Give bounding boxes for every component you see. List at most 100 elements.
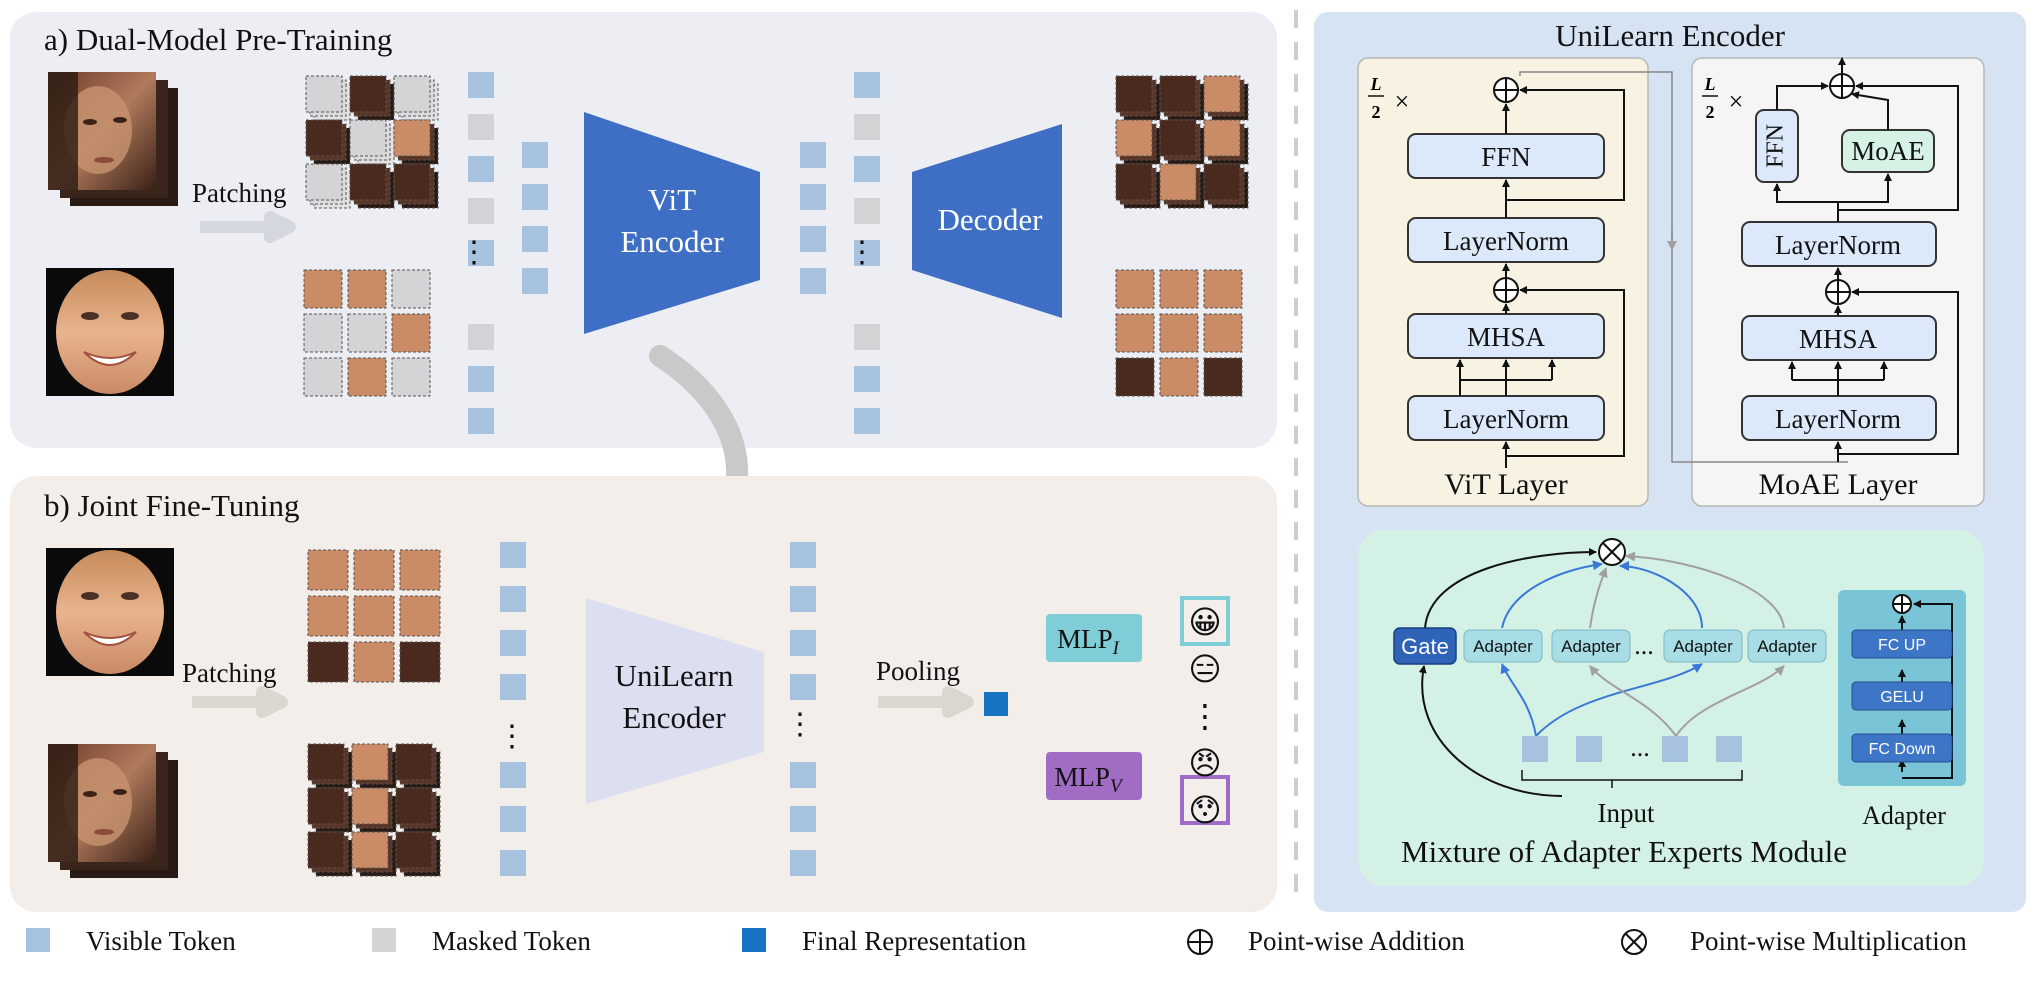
adapter-expert-label: Adapter: [1561, 637, 1621, 656]
gate-label: Gate: [1401, 634, 1449, 659]
visible-patch: [1159, 313, 1199, 353]
decoder-label: Decoder: [938, 202, 1044, 237]
visible-patch: [353, 641, 395, 683]
input-token: [1662, 736, 1688, 762]
final-representation-token: [984, 692, 1008, 716]
adapter-stack-layer-box: [1851, 681, 1953, 711]
moae-moae-label: MoAE: [1851, 136, 1925, 166]
visible-patch: [1159, 357, 1199, 397]
visible-patch: [1159, 119, 1197, 157]
adapter-stack-layer-label: FC Down: [1869, 741, 1936, 758]
emoji-highlight-image: [1180, 596, 1230, 646]
svg-text:×: ×: [1729, 87, 1744, 116]
emotion-emoji: 😯: [1188, 792, 1221, 828]
visible-token: [522, 226, 548, 252]
vit-layernorm-top-label: LayerNorm: [1443, 226, 1569, 256]
patch-grid-image-b: [307, 549, 441, 683]
legend-multiplication-icon: [1621, 929, 1647, 955]
pooling-arrow: [878, 686, 974, 718]
repeat-label-vit: L 2 ×: [1368, 74, 1409, 122]
visible-token: [522, 142, 548, 168]
mlp-i-box: [1046, 614, 1142, 662]
input-token: [1576, 736, 1602, 762]
visible-patch: [351, 787, 389, 825]
reconstructed-video-grid: [1115, 75, 1249, 209]
moae-layernorm-bottom-label: LayerNorm: [1775, 404, 1901, 434]
visible-token: [468, 240, 494, 266]
adapter-stack-layer-label: GELU: [1880, 689, 1924, 706]
visible-token: [800, 268, 826, 294]
visible-token: [500, 630, 526, 656]
visible-token: [790, 850, 816, 876]
visible-token: [500, 674, 526, 700]
visible-token: [854, 240, 880, 266]
visible-token: [790, 674, 816, 700]
vit-ffn-label: FFN: [1481, 142, 1531, 172]
visible-patch: [307, 595, 349, 637]
masked-patch: [303, 313, 343, 353]
moae-ffn-label: FFN: [1763, 124, 1789, 168]
input-token: [1716, 736, 1742, 762]
visible-patch: [1159, 163, 1197, 201]
patching-label-a: Patching: [192, 178, 287, 208]
vit-encoder-shape: [584, 112, 760, 334]
visible-patch: [351, 831, 389, 869]
emotion-emoji: 😀: [1188, 604, 1221, 640]
emotion-emoji: ⋮: [1189, 698, 1221, 734]
adapter-expert-label: Adapter: [1473, 637, 1533, 656]
masked-patch: [347, 313, 387, 353]
visible-patch: [303, 269, 343, 309]
visible-token: [500, 762, 526, 788]
visible-patch: [347, 357, 387, 397]
input-tokens-dots: ...: [1630, 733, 1650, 762]
input-token: [1522, 736, 1548, 762]
input-label: Input: [1598, 798, 1655, 828]
token-column-a-visible: [522, 142, 548, 294]
face-video-frames-b: [48, 744, 178, 878]
token-column-a-encoded: [800, 142, 826, 294]
masked-token: [854, 114, 880, 140]
adapter-expert-box: [1463, 629, 1543, 663]
masked-token: [468, 324, 494, 350]
visible-patch: [1115, 75, 1153, 113]
visible-patch: [399, 595, 441, 637]
visible-patch: [1159, 75, 1197, 113]
vit-encoder-label-1: ViT: [648, 182, 696, 217]
visible-patch: [1203, 313, 1243, 353]
adapter-caption: Adapter: [1862, 801, 1946, 830]
moae-layer-caption: MoAE Layer: [1758, 468, 1917, 501]
adapter-dots: ...: [1634, 631, 1654, 660]
visible-patch: [393, 163, 431, 201]
visible-token: [500, 542, 526, 568]
emotion-emoji-list: 😀😑⋮😠😯: [1188, 604, 1221, 828]
visible-token: [468, 156, 494, 182]
adapter-stack-layer-label: FC UP: [1878, 637, 1926, 654]
legend-visible-label: Visible Token: [86, 926, 236, 956]
visible-patch: [351, 743, 389, 781]
repeat-label-moae: L 2 ×: [1702, 74, 1743, 122]
masked-patch: [349, 119, 387, 157]
masked-patch-grid-image-a: [303, 269, 431, 397]
masked-patch-grid-video-a: [305, 75, 439, 209]
ellipsis-a1: ⋮: [459, 236, 489, 269]
emotion-emoji: 😑: [1188, 651, 1221, 687]
visible-token: [790, 630, 816, 656]
ellipsis-a2: ⋮: [847, 236, 877, 269]
visible-patch: [307, 831, 345, 869]
visible-patch: [399, 641, 441, 683]
visible-patch: [399, 549, 441, 591]
visible-token: [790, 762, 816, 788]
vit-mhsa-label: MHSA: [1467, 322, 1546, 352]
visible-patch: [353, 549, 395, 591]
ellipsis-b2: ⋮: [785, 708, 815, 741]
adapter-stack-layer-box: [1851, 629, 1953, 659]
moae-module-connections: [1418, 538, 1785, 797]
pooling-label: Pooling: [876, 656, 960, 686]
unilearn-panel-title: UniLearn Encoder: [1555, 18, 1785, 53]
visible-token: [468, 72, 494, 98]
gate-box: [1393, 627, 1457, 665]
patching-label-b: Patching: [182, 658, 277, 688]
face-video-frames-a: [48, 72, 178, 206]
mlp-v-label: MLPV: [1054, 762, 1124, 797]
